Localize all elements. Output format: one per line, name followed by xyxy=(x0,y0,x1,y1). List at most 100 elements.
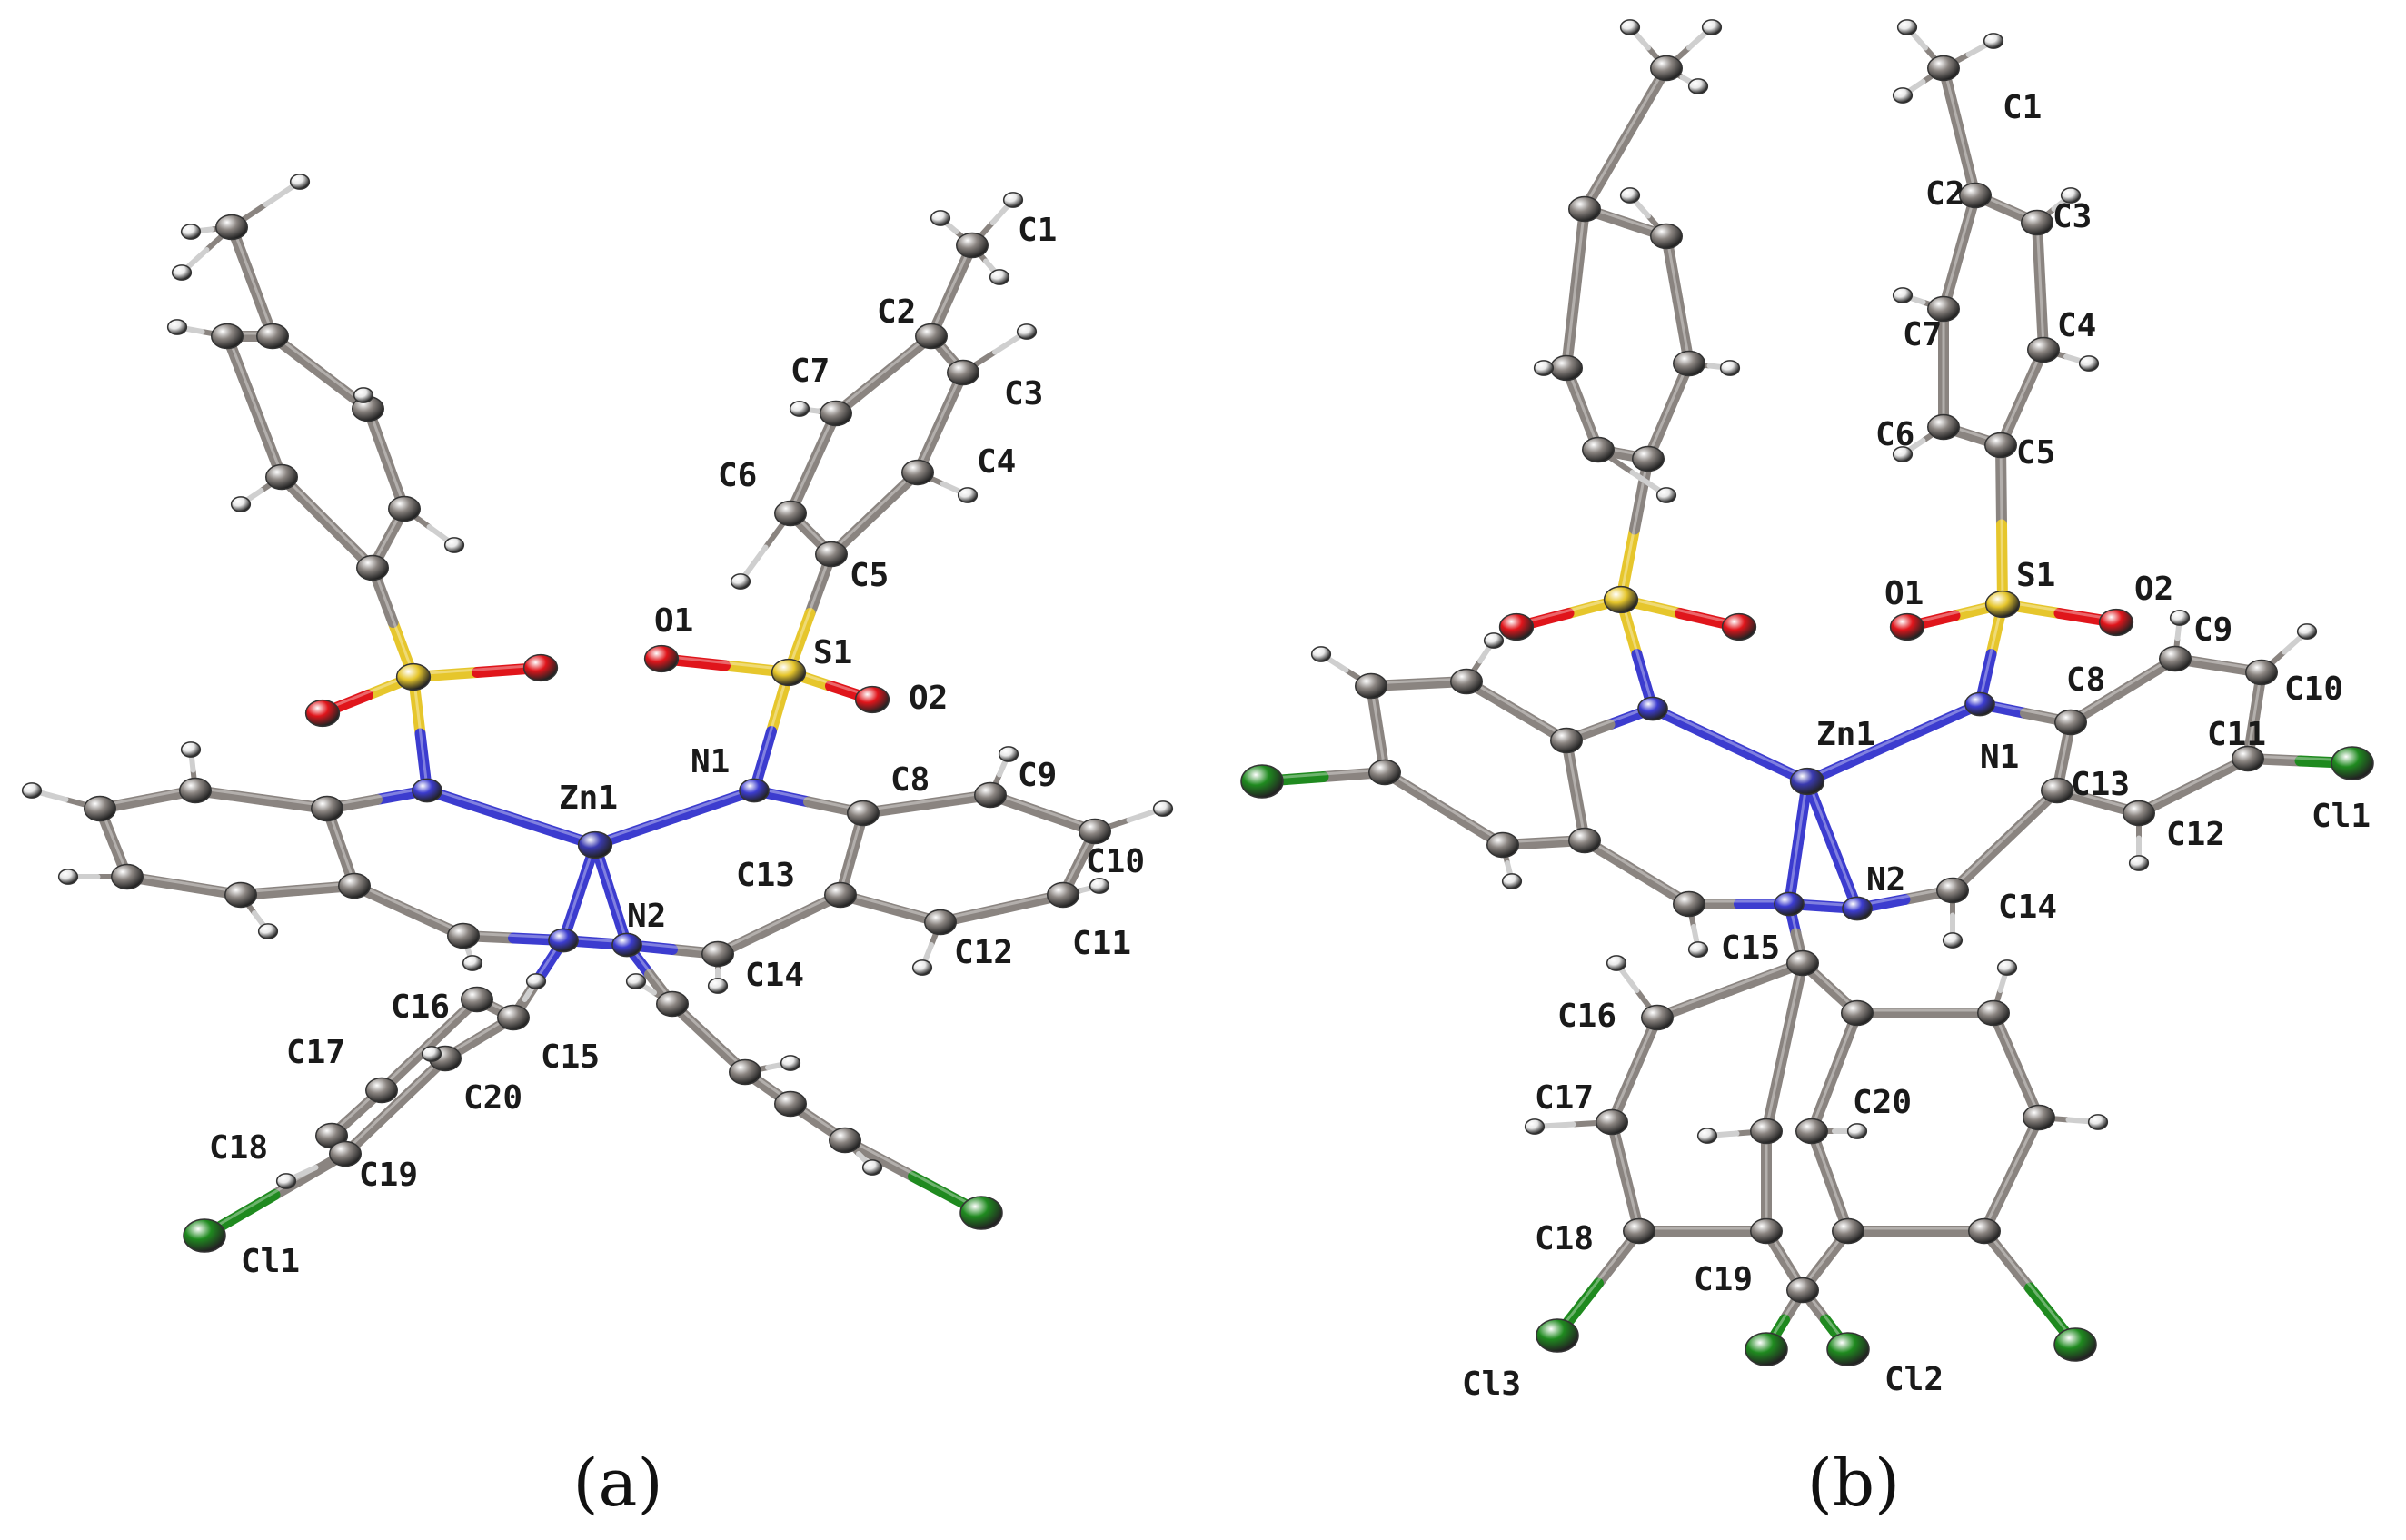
hydrogen-atom xyxy=(1655,487,1677,503)
bond-highlight xyxy=(1999,441,2004,603)
bond-highlight xyxy=(660,654,790,671)
atom-c xyxy=(311,795,343,822)
atom-c xyxy=(1786,949,1819,977)
atom-o xyxy=(1889,612,1925,641)
bond-highlight xyxy=(2035,218,2045,349)
hydrogen-atom xyxy=(1089,878,1110,894)
atom-c xyxy=(1968,1217,2001,1245)
atom-label: C9 xyxy=(1018,757,1057,794)
bond-highlight xyxy=(1565,736,1586,840)
atom-c xyxy=(211,323,244,350)
bond-highlight xyxy=(1810,1008,1859,1130)
atom-c xyxy=(1750,1118,1783,1145)
hydrogen-atom xyxy=(2128,855,2150,871)
hydrogen-atom xyxy=(1983,33,2004,49)
hydrogen-atom xyxy=(1606,955,1627,971)
atom-c xyxy=(824,881,857,909)
atom-c xyxy=(656,990,689,1018)
bond-highlight xyxy=(1787,777,1809,903)
bond-highlight xyxy=(2137,754,2250,812)
hydrogen-atom xyxy=(1002,192,1024,208)
hydrogen-atom xyxy=(1152,800,1174,817)
bond-highlight xyxy=(1765,959,1804,1130)
bond-highlight xyxy=(325,786,429,808)
bond-highlight xyxy=(239,881,356,894)
atom-c xyxy=(2123,800,2155,827)
atom-c xyxy=(1641,1004,1674,1031)
hydrogen-atom xyxy=(1942,932,1964,949)
caption-b: (b) xyxy=(1806,1445,1901,1521)
atom-n xyxy=(548,928,579,953)
atom-c xyxy=(329,1140,362,1167)
bond-highlight xyxy=(1610,1013,1659,1121)
atom-label: C6 xyxy=(1875,416,1914,453)
atom-c xyxy=(388,495,421,522)
atom-c xyxy=(1450,668,1483,695)
hydrogen-atom xyxy=(166,319,188,335)
atom-c xyxy=(1927,295,1960,323)
atom-label: C1 xyxy=(2003,89,2042,126)
atom-label: C3 xyxy=(1004,375,1043,412)
hydrogen-atom xyxy=(1996,959,2018,976)
hydrogen-atom xyxy=(1892,287,1914,303)
atom-o xyxy=(304,699,341,728)
bond-highlight xyxy=(593,786,756,844)
atom-c xyxy=(265,463,298,491)
hydrogen-atom xyxy=(1533,360,1555,376)
atom-n xyxy=(1774,891,1804,917)
bond-highlight xyxy=(989,790,1097,830)
bond-highlight xyxy=(425,786,597,844)
hydrogen-atom xyxy=(989,269,1010,285)
caption-a: (a) xyxy=(572,1445,663,1521)
bond-highlight xyxy=(1942,191,1977,308)
hydrogen-atom xyxy=(2087,1114,2109,1130)
atom-c xyxy=(1936,877,1969,904)
bond-highlight xyxy=(412,672,429,790)
atom-label: S1 xyxy=(813,634,852,671)
bond-highlight xyxy=(412,663,542,676)
atom-c xyxy=(1623,1217,1655,1245)
atom-c xyxy=(356,554,389,581)
bond-segment xyxy=(1995,440,2007,531)
bond-highlight xyxy=(789,409,838,512)
bond-highlight xyxy=(366,404,406,508)
atom-label: N1 xyxy=(1980,739,2019,776)
hydrogen-atom xyxy=(1846,1123,1868,1139)
atom-s xyxy=(1984,590,2021,619)
atom-label: C17 xyxy=(1535,1079,1594,1117)
atom-c xyxy=(224,881,257,909)
atom-label: C2 xyxy=(877,293,916,331)
hydrogen-atom xyxy=(462,955,483,971)
hydrogen-atom xyxy=(1619,19,1641,35)
bond-highlight xyxy=(830,468,920,553)
hydrogen-atom xyxy=(930,210,951,226)
hydrogen-atom xyxy=(443,537,465,553)
atom-c xyxy=(1673,890,1705,918)
atom-c xyxy=(497,1004,530,1031)
atom-c xyxy=(1927,413,1960,441)
atom-label: C12 xyxy=(2166,816,2225,853)
bond-highlight xyxy=(1515,595,1623,626)
atom-c xyxy=(338,872,371,899)
bond-highlight xyxy=(280,472,374,567)
atom-s xyxy=(395,662,432,691)
atom-c xyxy=(774,500,807,527)
bond-highlight xyxy=(1978,600,2004,703)
atom-label: C5 xyxy=(850,557,889,594)
hydrogen-atom xyxy=(625,973,647,989)
bond-highlight xyxy=(194,786,329,808)
atom-label: C5 xyxy=(2016,434,2055,472)
atom-c xyxy=(820,400,852,427)
atom-label: N2 xyxy=(627,898,666,935)
hydrogen-atom xyxy=(1719,360,1741,376)
atom-o xyxy=(522,653,559,682)
atom-s xyxy=(1603,585,1639,614)
atom-zn xyxy=(1789,767,1825,796)
atom-label: C15 xyxy=(1721,929,1780,967)
bond-highlight xyxy=(343,1054,447,1153)
bond-highlight xyxy=(1992,1008,2041,1117)
bond-highlight xyxy=(1465,677,1568,740)
atom-c xyxy=(774,1090,807,1118)
atom-c xyxy=(1841,999,1874,1027)
atom-label: C7 xyxy=(1903,316,1942,353)
